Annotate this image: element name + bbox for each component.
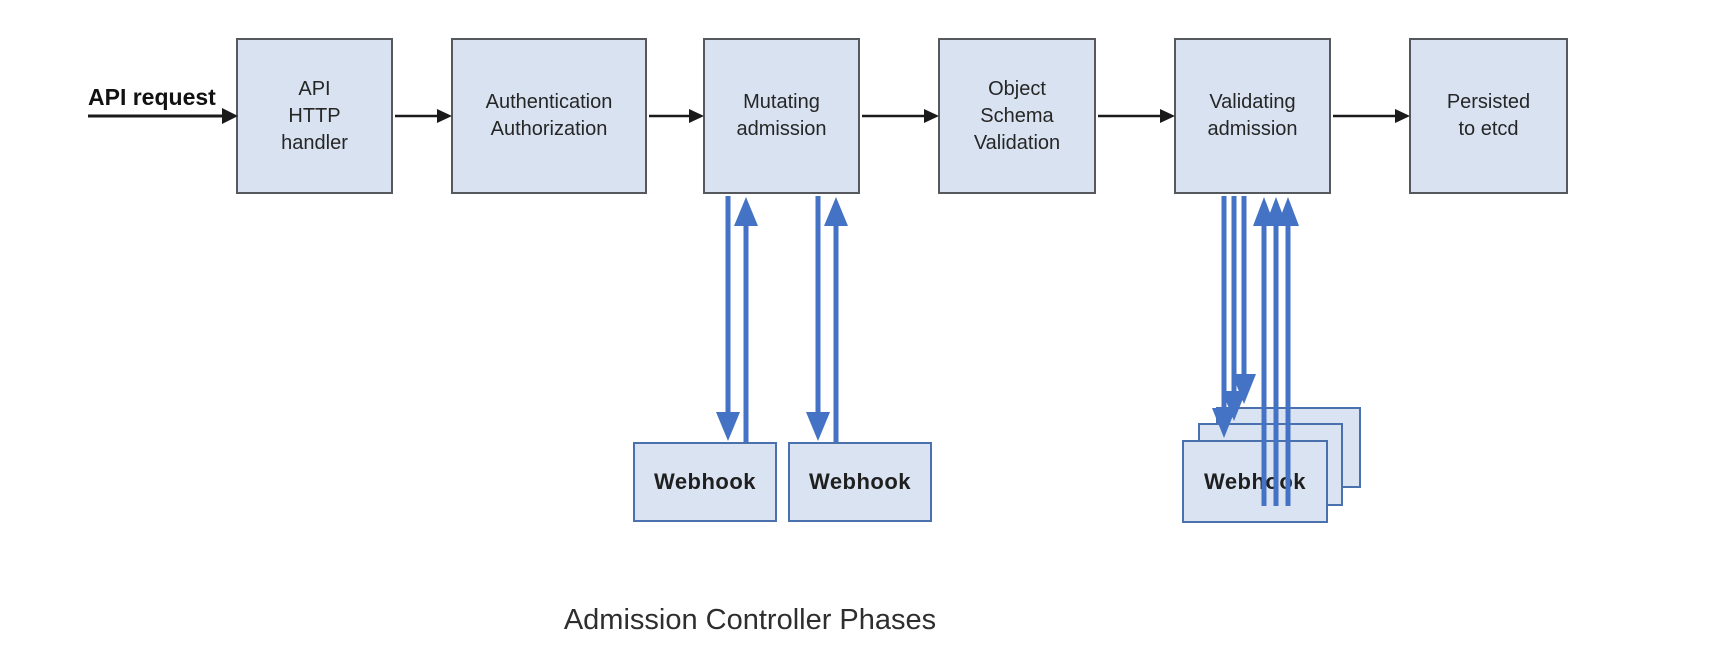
mutating-webhook1-up-arrow <box>734 197 758 442</box>
phase-label-validating-admission: Validating admission <box>1207 91 1298 140</box>
mutating-webhook2-up-arrow <box>824 197 848 442</box>
mutating-webhook-label-1: Webhook <box>653 469 757 494</box>
phase-label-mutating-admission: Mutating admission <box>736 91 827 140</box>
mutating-webhook-box-2: Webhook <box>788 442 932 522</box>
validating-webhook-down-arrow-1 <box>1212 196 1236 438</box>
phase-box-object-schema-validation: Object Schema Validation <box>938 38 1096 194</box>
diagram-caption: Admission Controller Phases <box>563 604 937 636</box>
flow-arrow-handler-to-auth <box>395 109 452 123</box>
phase-box-api-http-handler: API HTTP handler <box>236 38 393 194</box>
validating-webhook-label-front: Webhook <box>1203 468 1307 494</box>
phase-box-persisted-to-etcd: Persisted to etcd <box>1409 38 1568 194</box>
phase-label-api-http-handler: API HTTP handler <box>281 77 348 154</box>
phase-label-object-schema-validation: Object Schema Validation <box>973 77 1061 154</box>
phase-box-mutating-admission: Mutating admission <box>703 38 860 194</box>
mutating-webhook-label-2: Webhook <box>808 469 912 494</box>
flow-arrow-mutating-to-schema <box>862 109 939 123</box>
phase-label-persisted-to-etcd: Persisted to etcd <box>1446 91 1531 140</box>
flow-arrow-auth-to-mutating <box>649 109 704 123</box>
flow-arrow-validating-to-etcd <box>1333 109 1410 123</box>
phase-label-authentication-authorization: Authentication Authorization <box>485 91 613 140</box>
api-request-label: API request <box>88 84 216 110</box>
mutating-webhook-box-1: Webhook <box>633 442 777 522</box>
flow-arrow-schema-to-validating <box>1098 109 1175 123</box>
phase-box-authentication-authorization: Authentication Authorization <box>451 38 647 194</box>
mutating-webhook2-down-arrow <box>806 196 830 441</box>
validating-webhook-box-front: Webhook <box>1182 440 1328 523</box>
phase-box-validating-admission: Validating admission <box>1174 38 1331 194</box>
validating-webhook-down-arrow-2 <box>1222 196 1246 421</box>
mutating-webhook1-down-arrow <box>716 196 740 441</box>
validating-webhook-down-arrow-3 <box>1232 196 1256 404</box>
